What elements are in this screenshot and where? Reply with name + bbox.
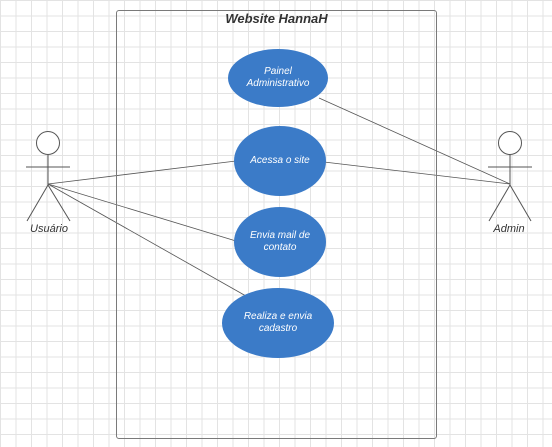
usecase-realiza-e-envia-cadastro: Realiza e envia cadastro xyxy=(222,288,334,358)
actor-admin-label: Admin xyxy=(493,223,525,235)
assoc-usuario-realiza xyxy=(47,183,247,297)
actor-usuario-label: Usuário xyxy=(30,223,68,235)
assoc-admin-acessa xyxy=(323,161,511,185)
usecase-painel-administrativo: Painel Administrativo xyxy=(228,49,328,107)
system-title: Website HannaH xyxy=(225,11,328,26)
assoc-usuario-envia xyxy=(47,183,237,242)
system-boundary xyxy=(116,10,437,439)
usecase-envia-mail-de-contato: Envia mail de contato xyxy=(234,207,326,277)
assoc-admin-painel xyxy=(318,97,511,185)
actor-admin-figure xyxy=(488,131,532,222)
actor-usuario-figure xyxy=(26,131,71,222)
assoc-usuario-acessa xyxy=(47,160,237,185)
usecase-acessa-o-site: Acessa o site xyxy=(234,126,326,196)
